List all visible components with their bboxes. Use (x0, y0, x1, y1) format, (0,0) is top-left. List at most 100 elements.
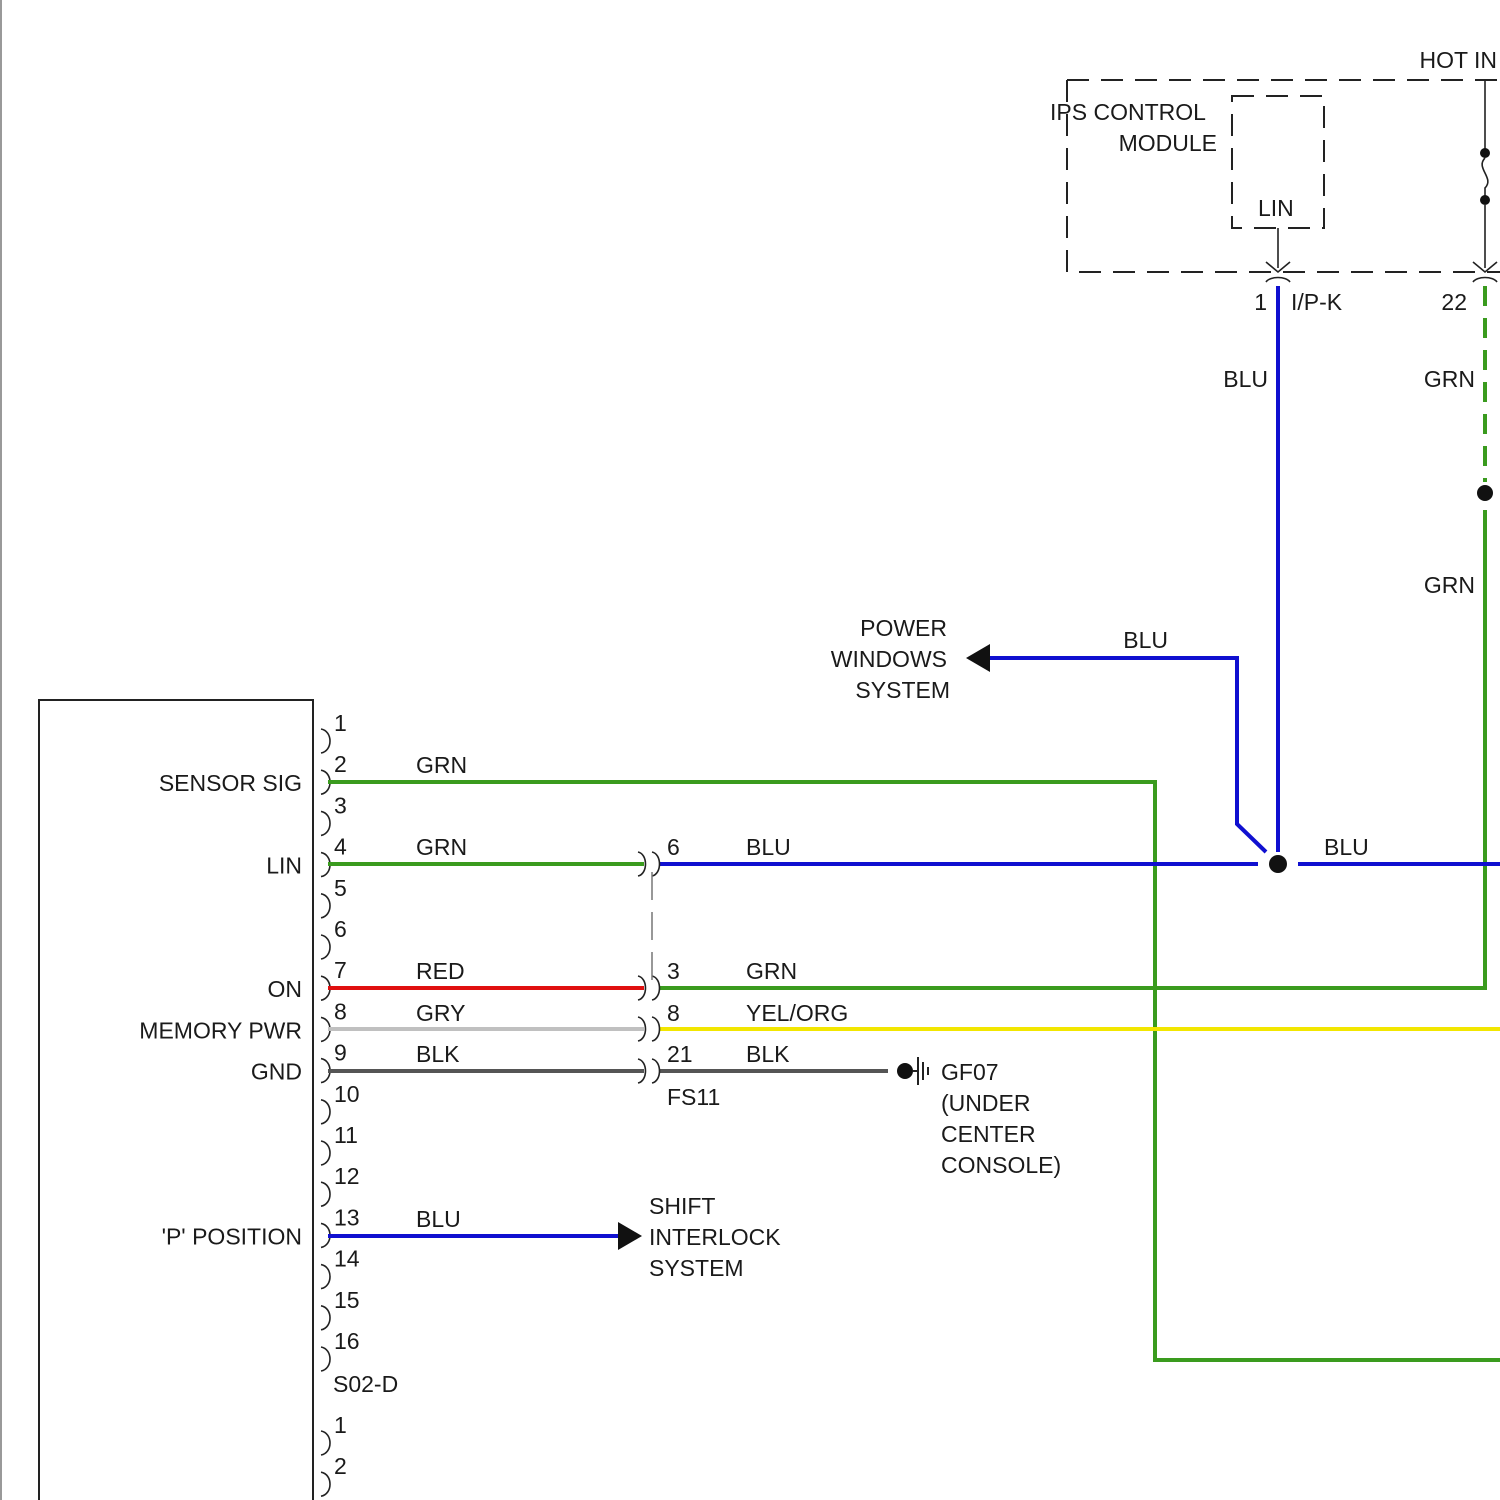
ground-location-line2: CENTER (941, 1121, 1036, 1147)
sensor-pin-number: 15 (334, 1287, 360, 1313)
wire-label-pin13: BLU (416, 1206, 461, 1232)
wire-grn-22-to-fs11-3 (660, 510, 1485, 988)
fuse-terminal-top (1480, 148, 1490, 158)
splice-dot-blu (1269, 855, 1287, 873)
sensor-signal-label: GND (251, 1059, 302, 1085)
sensor-pin-number: 9 (334, 1040, 347, 1066)
fs11-pin-21: 21 (667, 1041, 693, 1067)
arrow-right-icon (618, 1222, 642, 1250)
connector-terminal-icon (321, 1100, 330, 1124)
fs11-pin-3: 3 (667, 958, 680, 984)
wire-label-grn-bottom: GRN (1424, 572, 1475, 598)
sensor-pin-number: 1 (334, 710, 347, 736)
fs11-terminal-right-icon (652, 1017, 660, 1041)
arrow-left-icon (966, 644, 990, 672)
sensor-pin-1: 1 (321, 710, 347, 753)
wire-label-pin8: GRY (416, 1000, 465, 1026)
sensor-pin-number: 6 (334, 916, 347, 942)
connector-terminal-icon (321, 811, 330, 835)
sensor-pin-number: 10 (334, 1081, 360, 1107)
sensor-pin-15: 15 (321, 1287, 360, 1330)
wire-label-blu-vertical: BLU (1223, 366, 1268, 392)
sensor-pin-10: 10 (321, 1081, 360, 1124)
sensor-pin-number: 1 (334, 1412, 347, 1438)
sensor-connector-name: S02-D (333, 1371, 398, 1397)
connector-terminal-icon (321, 1265, 330, 1289)
connector-terminal-icon (321, 1306, 330, 1330)
sensor-pin-11: 11 (321, 1122, 358, 1165)
fs11-terminal-right-icon (652, 852, 660, 876)
sensor-signal-label: ON (268, 976, 303, 1002)
sensor-pin-12: 12 (321, 1163, 360, 1206)
sensor-signal-label: SENSOR SIG (159, 770, 302, 796)
sensor-pin-number: 2 (334, 1453, 347, 1479)
sensor-pin-14: 14 (321, 1246, 360, 1289)
module-title-line1: IPS CONTROL (1050, 99, 1206, 125)
ipk-connector-name: I/P-K (1291, 289, 1343, 315)
wire-label-blu-power-windows: BLU (1123, 627, 1168, 653)
splice-dot-grn (1477, 485, 1493, 501)
power-windows-line3: SYSTEM (855, 677, 950, 703)
shift-interlock-line1: SHIFT (649, 1193, 715, 1219)
fs11-connector: 6 BLU 3 GRN 8 YEL/ORG 21 BLK FS11 (638, 834, 848, 1110)
sensor-signal-label: 'P' POSITION (162, 1223, 302, 1249)
wire-label-pin9: BLK (416, 1041, 460, 1067)
connector-terminal-icon (321, 1347, 330, 1371)
sensor-pin-3: 3 (321, 792, 347, 835)
ground-icon (913, 1057, 928, 1085)
sensor-pin-5: 5 (321, 875, 347, 918)
sensor-signal-label: MEMORY PWR (139, 1017, 302, 1043)
fuse-terminal-bottom (1480, 195, 1490, 205)
fs11-terminal-right-icon (652, 1059, 660, 1083)
connector-terminal-icon (321, 1472, 330, 1496)
module-title-line2: MODULE (1119, 130, 1217, 156)
ground-location-line3: CONSOLE) (941, 1152, 1061, 1178)
connector-terminal-icon (321, 1182, 330, 1206)
connector-terminal-icon (321, 729, 330, 753)
fs11-pin-8: 8 (667, 1000, 680, 1026)
ground-name: GF07 (941, 1059, 999, 1085)
sensor-pin-number: 12 (334, 1163, 360, 1189)
connector-terminal-icon (321, 894, 330, 918)
fuse-icon (1482, 158, 1488, 196)
ground-location-line1: (UNDER (941, 1090, 1030, 1116)
sensor-pin-number: 11 (334, 1122, 358, 1148)
sensor-pin-16: 16 (321, 1328, 360, 1371)
sensor-pin-number: 4 (334, 834, 347, 860)
fs11-wire-label-8: YEL/ORG (746, 1000, 848, 1026)
module-lin-label: LIN (1258, 195, 1294, 221)
wire-label-pin7: RED (416, 958, 465, 984)
wire-blu-power-windows (990, 658, 1266, 852)
power-windows-line2: WINDOWS (831, 646, 947, 672)
sensor-pin-number: 3 (334, 792, 347, 818)
fs11-connector-name: FS11 (667, 1084, 720, 1110)
sensor-pin-2nd-2: 2 (321, 1453, 347, 1496)
sensor-pin-2nd-1: 1 (321, 1412, 347, 1455)
ground-gf07: GF07 (UNDER CENTER CONSOLE) (897, 1057, 1061, 1178)
wire-label-blu-right: BLU (1324, 834, 1369, 860)
sensor-pin-number: 5 (334, 875, 347, 901)
sensor-pin-6: 6 (321, 916, 347, 959)
ips-control-module: IPS CONTROL MODULE LIN HOT IN (1050, 47, 1500, 282)
connector-terminal-icon (321, 1431, 330, 1455)
wire-label-pin4: GRN (416, 834, 467, 860)
connector-terminal-icon (321, 935, 330, 959)
wire-label-grn-top: GRN (1424, 366, 1475, 392)
ground-terminal-dot (897, 1063, 913, 1079)
sensor-pin-number: 13 (334, 1204, 360, 1230)
sensor-pin-13: 13 'P' POSITION (162, 1204, 360, 1249)
fs11-terminal-right-icon (652, 976, 660, 1000)
shift-interlock-line2: INTERLOCK (649, 1224, 781, 1250)
sensor-pin-number: 16 (334, 1328, 360, 1354)
power-windows-line1: POWER (860, 615, 947, 641)
sensor-pin-7: 7ON (268, 957, 347, 1002)
fs11-wire-label-6: BLU (746, 834, 791, 860)
sensor-signal-label: LIN (266, 853, 302, 879)
fs11-wire-label-3: GRN (746, 958, 797, 984)
